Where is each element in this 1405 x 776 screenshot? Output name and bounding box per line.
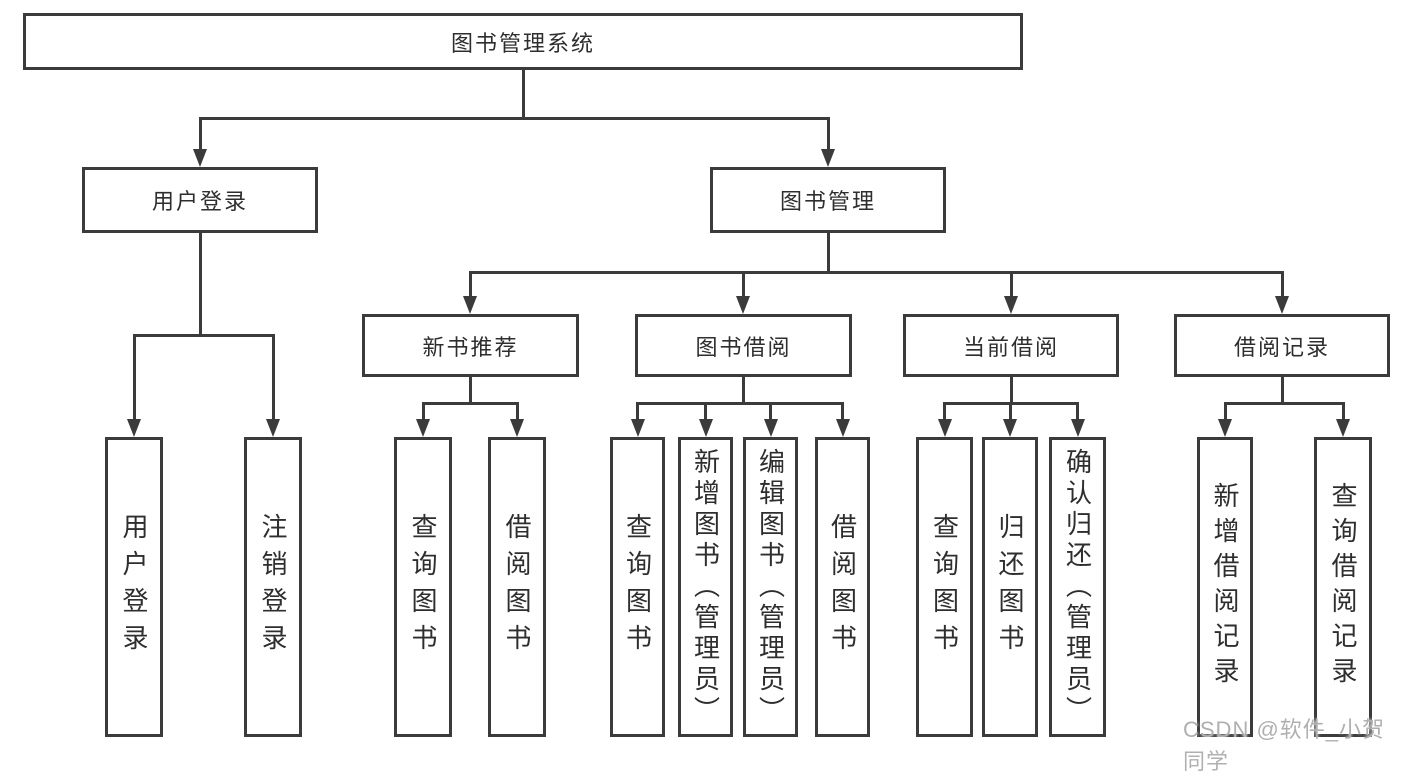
leaf-query-books-current: 查询图书 xyxy=(916,437,973,737)
leaf-query-books-borrow: 查询图书 xyxy=(610,437,665,737)
leaf-label: 查询图书 xyxy=(622,513,653,661)
connector-line xyxy=(636,402,639,419)
connector-line xyxy=(1009,271,1013,296)
leaf-user-login: 用户登录 xyxy=(105,437,163,737)
arrowhead-icon xyxy=(1004,296,1018,314)
connector-line xyxy=(1076,402,1079,419)
leaf-label: 归还图书 xyxy=(995,513,1025,661)
node-borrow-records: 借阅记录 xyxy=(1174,314,1390,377)
leaf-edit-books-admin: 编辑图书（管理员） xyxy=(743,437,798,737)
connector-line xyxy=(1223,402,1345,405)
node-label: 用户登录 xyxy=(151,189,248,214)
arrowhead-icon xyxy=(763,419,778,437)
arrowhead-icon xyxy=(1336,419,1350,437)
node-label: 图书借阅 xyxy=(695,334,792,360)
leaf-label: 借阅图书 xyxy=(502,513,532,661)
connector-line xyxy=(198,233,202,337)
connector-line xyxy=(741,271,745,296)
connector-line xyxy=(742,377,745,405)
node-label: 借阅记录 xyxy=(1233,334,1330,360)
leaf-query-books-newbook: 查询图书 xyxy=(394,437,452,737)
connector-line xyxy=(1280,377,1284,405)
connector-line xyxy=(271,334,275,419)
connector-line xyxy=(468,271,1284,274)
connector-line xyxy=(1280,271,1284,296)
arrowhead-icon xyxy=(630,419,645,437)
connector-line xyxy=(421,402,425,419)
connector-line xyxy=(198,117,202,150)
leaf-add-borrow-record: 新增借阅记录 xyxy=(1197,437,1253,737)
connector-line xyxy=(826,233,830,274)
node-label: 图书管理 xyxy=(779,189,876,214)
connector-line xyxy=(521,70,525,120)
connector-line xyxy=(636,402,844,405)
node-book-management: 图书管理 xyxy=(710,167,946,233)
leaf-label: 借阅图书 xyxy=(827,513,858,661)
arrowhead-icon xyxy=(937,419,952,437)
connector-line xyxy=(1223,402,1227,419)
connector-line xyxy=(826,117,830,150)
connector-line xyxy=(468,377,472,405)
leaf-label: 查询图书 xyxy=(408,513,438,661)
connector-line xyxy=(704,402,707,419)
node-library-management-system: 图书管理系统 xyxy=(23,13,1023,70)
connector-line xyxy=(943,402,946,419)
leaf-label: 注销登录 xyxy=(258,513,288,661)
arrowhead-icon xyxy=(1218,419,1232,437)
leaf-add-books-admin: 新增图书（管理员） xyxy=(678,437,733,737)
leaf-borrow-books-newbook: 借阅图书 xyxy=(488,437,546,737)
arrowhead-icon xyxy=(1275,296,1289,314)
connector-line xyxy=(841,402,844,419)
leaf-label: 编辑图书（管理员） xyxy=(755,447,786,727)
arrowhead-icon xyxy=(1070,419,1085,437)
csdn-watermark: CSDN @软件_小贺同学 xyxy=(1183,717,1386,774)
leaf-return-books: 归还图书 xyxy=(982,437,1038,737)
arrowhead-icon xyxy=(1003,419,1017,437)
connector-line xyxy=(515,402,519,419)
connector-line xyxy=(132,334,275,337)
leaf-logout: 注销登录 xyxy=(244,437,302,737)
node-label: 图书管理系统 xyxy=(450,30,595,56)
connector-line xyxy=(769,402,772,419)
node-new-book-recommend: 新书推荐 xyxy=(362,314,579,377)
node-current-borrow: 当前借阅 xyxy=(903,314,1119,377)
node-label: 当前借阅 xyxy=(962,334,1059,360)
leaf-label: 查询图书 xyxy=(929,513,960,661)
leaf-label: 新增借阅记录 xyxy=(1210,482,1240,692)
connector-line xyxy=(1008,402,1012,419)
leaf-label: 确认归还（管理员） xyxy=(1062,447,1093,727)
node-label: 新书推荐 xyxy=(422,334,519,360)
connector-line xyxy=(468,271,472,296)
connector-line xyxy=(1009,377,1013,405)
leaf-borrow-books: 借阅图书 xyxy=(815,437,870,737)
connector-line xyxy=(1341,402,1345,419)
arrowhead-icon xyxy=(835,419,850,437)
arrowhead-icon xyxy=(416,419,430,437)
connector-line xyxy=(198,117,830,120)
arrowhead-icon xyxy=(266,419,280,437)
arrowhead-icon xyxy=(463,296,477,314)
leaf-label: 用户登录 xyxy=(119,513,149,661)
leaf-label: 查询借阅记录 xyxy=(1328,482,1358,692)
arrowhead-icon xyxy=(193,149,207,167)
arrowhead-icon xyxy=(510,419,524,437)
arrowhead-icon xyxy=(698,419,713,437)
node-user-login: 用户登录 xyxy=(82,167,318,233)
arrowhead-icon xyxy=(127,419,141,437)
arrowhead-icon xyxy=(736,296,750,314)
leaf-query-borrow-record: 查询借阅记录 xyxy=(1314,437,1372,737)
arrowhead-icon xyxy=(821,149,835,167)
leaf-confirm-return-admin: 确认归还（管理员） xyxy=(1049,437,1106,737)
connector-line xyxy=(421,402,519,405)
connector-line xyxy=(132,334,136,419)
node-book-borrow: 图书借阅 xyxy=(635,314,852,377)
leaf-label: 新增图书（管理员） xyxy=(690,447,721,727)
